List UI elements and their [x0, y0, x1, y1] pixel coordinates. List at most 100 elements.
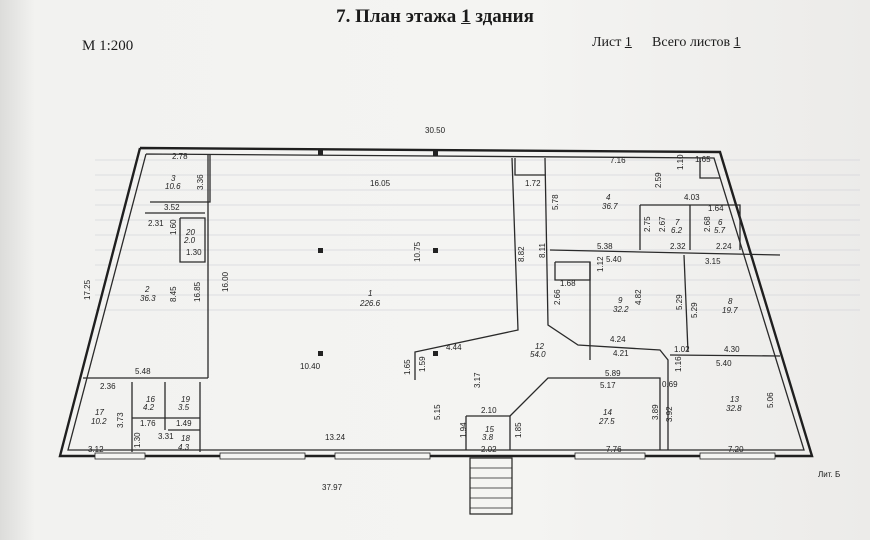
- dim-5-40b: 5.40: [716, 359, 732, 368]
- dim-5-29: 5.29: [675, 294, 684, 310]
- title-suffix: здания: [470, 6, 534, 27]
- dim-5-17: 5.17: [600, 381, 616, 390]
- svg-text:18: 18: [181, 434, 190, 443]
- dim-3-92: 3.92: [665, 406, 674, 422]
- dim-3-73: 3.73: [116, 412, 125, 428]
- dim-1-65b: 1.65: [695, 155, 711, 164]
- svg-text:20: 20: [185, 228, 195, 237]
- sheet-label: Лист: [592, 35, 625, 50]
- svg-text:19: 19: [181, 395, 190, 404]
- room-15: 153.8: [482, 425, 494, 442]
- svg-text:2.0: 2.0: [183, 236, 196, 245]
- svg-text:7: 7: [675, 218, 680, 227]
- dim-3-89: 3.89: [651, 404, 660, 420]
- dim-4-21: 4.21: [613, 349, 629, 358]
- form-lines: [95, 159, 860, 311]
- dim-2-24: 2.24: [716, 242, 732, 251]
- svg-text:2: 2: [144, 285, 150, 294]
- dim-1-68: 1.68: [560, 279, 576, 288]
- room-6: 65.7: [714, 218, 726, 235]
- dim-3-12: 3.12: [88, 445, 104, 454]
- svg-text:27.5: 27.5: [598, 417, 615, 426]
- svg-text:4.2: 4.2: [143, 403, 155, 412]
- sheet-number: Лист 1: [592, 35, 632, 51]
- svg-text:3.8: 3.8: [482, 433, 494, 442]
- svg-text:17: 17: [95, 408, 104, 417]
- columns: [318, 150, 438, 356]
- sheets-total-label: Всего листов: [652, 35, 734, 50]
- room-4: 436.7: [602, 193, 618, 211]
- svg-text:14: 14: [603, 408, 612, 417]
- dim-2-10: 2.10: [481, 406, 497, 415]
- dim-1-65: 1.65: [403, 359, 412, 375]
- svg-text:4.3: 4.3: [178, 443, 190, 452]
- dim-3-17: 3.17: [473, 372, 482, 388]
- dim-hall-height-mid: 10.75: [413, 241, 422, 262]
- dim-2-02: 2.02: [481, 445, 497, 454]
- scale-label: М 1:200: [82, 38, 134, 54]
- dim-1-30: 1.30: [186, 248, 202, 257]
- dim-left-height: 17.25: [83, 279, 92, 300]
- room-20: 202.0: [183, 228, 196, 245]
- svg-text:6.2: 6.2: [671, 226, 683, 235]
- dim-2-75: 2.75: [643, 216, 652, 232]
- dim-top-width: 30.50: [425, 126, 446, 135]
- dim-5-06: 5.06: [766, 392, 775, 408]
- dim-1-59: 1.59: [418, 356, 427, 372]
- room-8: 819.7: [722, 297, 738, 315]
- dim-2-31: 2.31: [148, 219, 164, 228]
- svg-text:13: 13: [730, 395, 739, 404]
- sheets-total-value: 1: [733, 35, 741, 50]
- dim-5-29b: 5.29: [690, 302, 699, 318]
- dim-4-82: 4.82: [634, 289, 643, 305]
- dim-2-78: 2.78: [172, 152, 188, 161]
- svg-text:12: 12: [535, 342, 544, 351]
- svg-text:36.7: 36.7: [602, 202, 618, 211]
- dim-1-64: 1.64: [708, 204, 724, 213]
- dim-5-38: 5.38: [597, 242, 613, 251]
- room-19: 193.5: [178, 395, 190, 412]
- svg-text:32.8: 32.8: [726, 404, 742, 413]
- svg-text:36.3: 36.3: [140, 294, 156, 303]
- dim-2-32: 2.32: [670, 242, 686, 251]
- room-7: 76.2: [671, 218, 683, 235]
- dim-8-11: 8.11: [538, 242, 547, 258]
- windows: [94, 452, 776, 460]
- dim-lower-left-width: 10.40: [300, 362, 321, 371]
- dim-2-59: 2.59: [654, 172, 663, 188]
- svg-text:5.7: 5.7: [714, 226, 726, 235]
- dim-4-24: 4.24: [610, 335, 626, 344]
- dim-3-36: 3.36: [196, 174, 205, 190]
- svg-text:9: 9: [618, 296, 623, 305]
- dim-1-10: 1.10: [676, 154, 685, 170]
- dim-1-02: 1.02: [674, 345, 690, 354]
- dim-right-top: 7.16: [610, 156, 626, 165]
- svg-text:3.5: 3.5: [178, 403, 190, 412]
- svg-text:3: 3: [171, 174, 176, 183]
- title-floor-number: 1: [461, 6, 471, 27]
- dim-1-76: 1.76: [140, 419, 156, 428]
- svg-text:4: 4: [606, 193, 611, 202]
- dim-1-12: 1.12: [596, 256, 605, 272]
- svg-text:1: 1: [368, 289, 372, 298]
- dim-8-45: 8.45: [169, 286, 178, 302]
- dim-2-67: 2.67: [658, 216, 667, 232]
- svg-text:54.0: 54.0: [530, 350, 546, 359]
- dim-2-68: 2.68: [703, 216, 712, 232]
- dim-5-78: 5.78: [551, 194, 560, 210]
- room-3: 310.6: [165, 174, 181, 191]
- svg-text:10.6: 10.6: [165, 182, 181, 191]
- lit-label: Лит. Б: [818, 470, 841, 479]
- sheets-total: Всего листов 1: [652, 35, 741, 51]
- dim-2-36: 2.36: [100, 382, 116, 391]
- dim-7-76: 7.76: [606, 445, 622, 454]
- entrance-stairs: [469, 457, 513, 515]
- dim-4-30: 4.30: [724, 345, 740, 354]
